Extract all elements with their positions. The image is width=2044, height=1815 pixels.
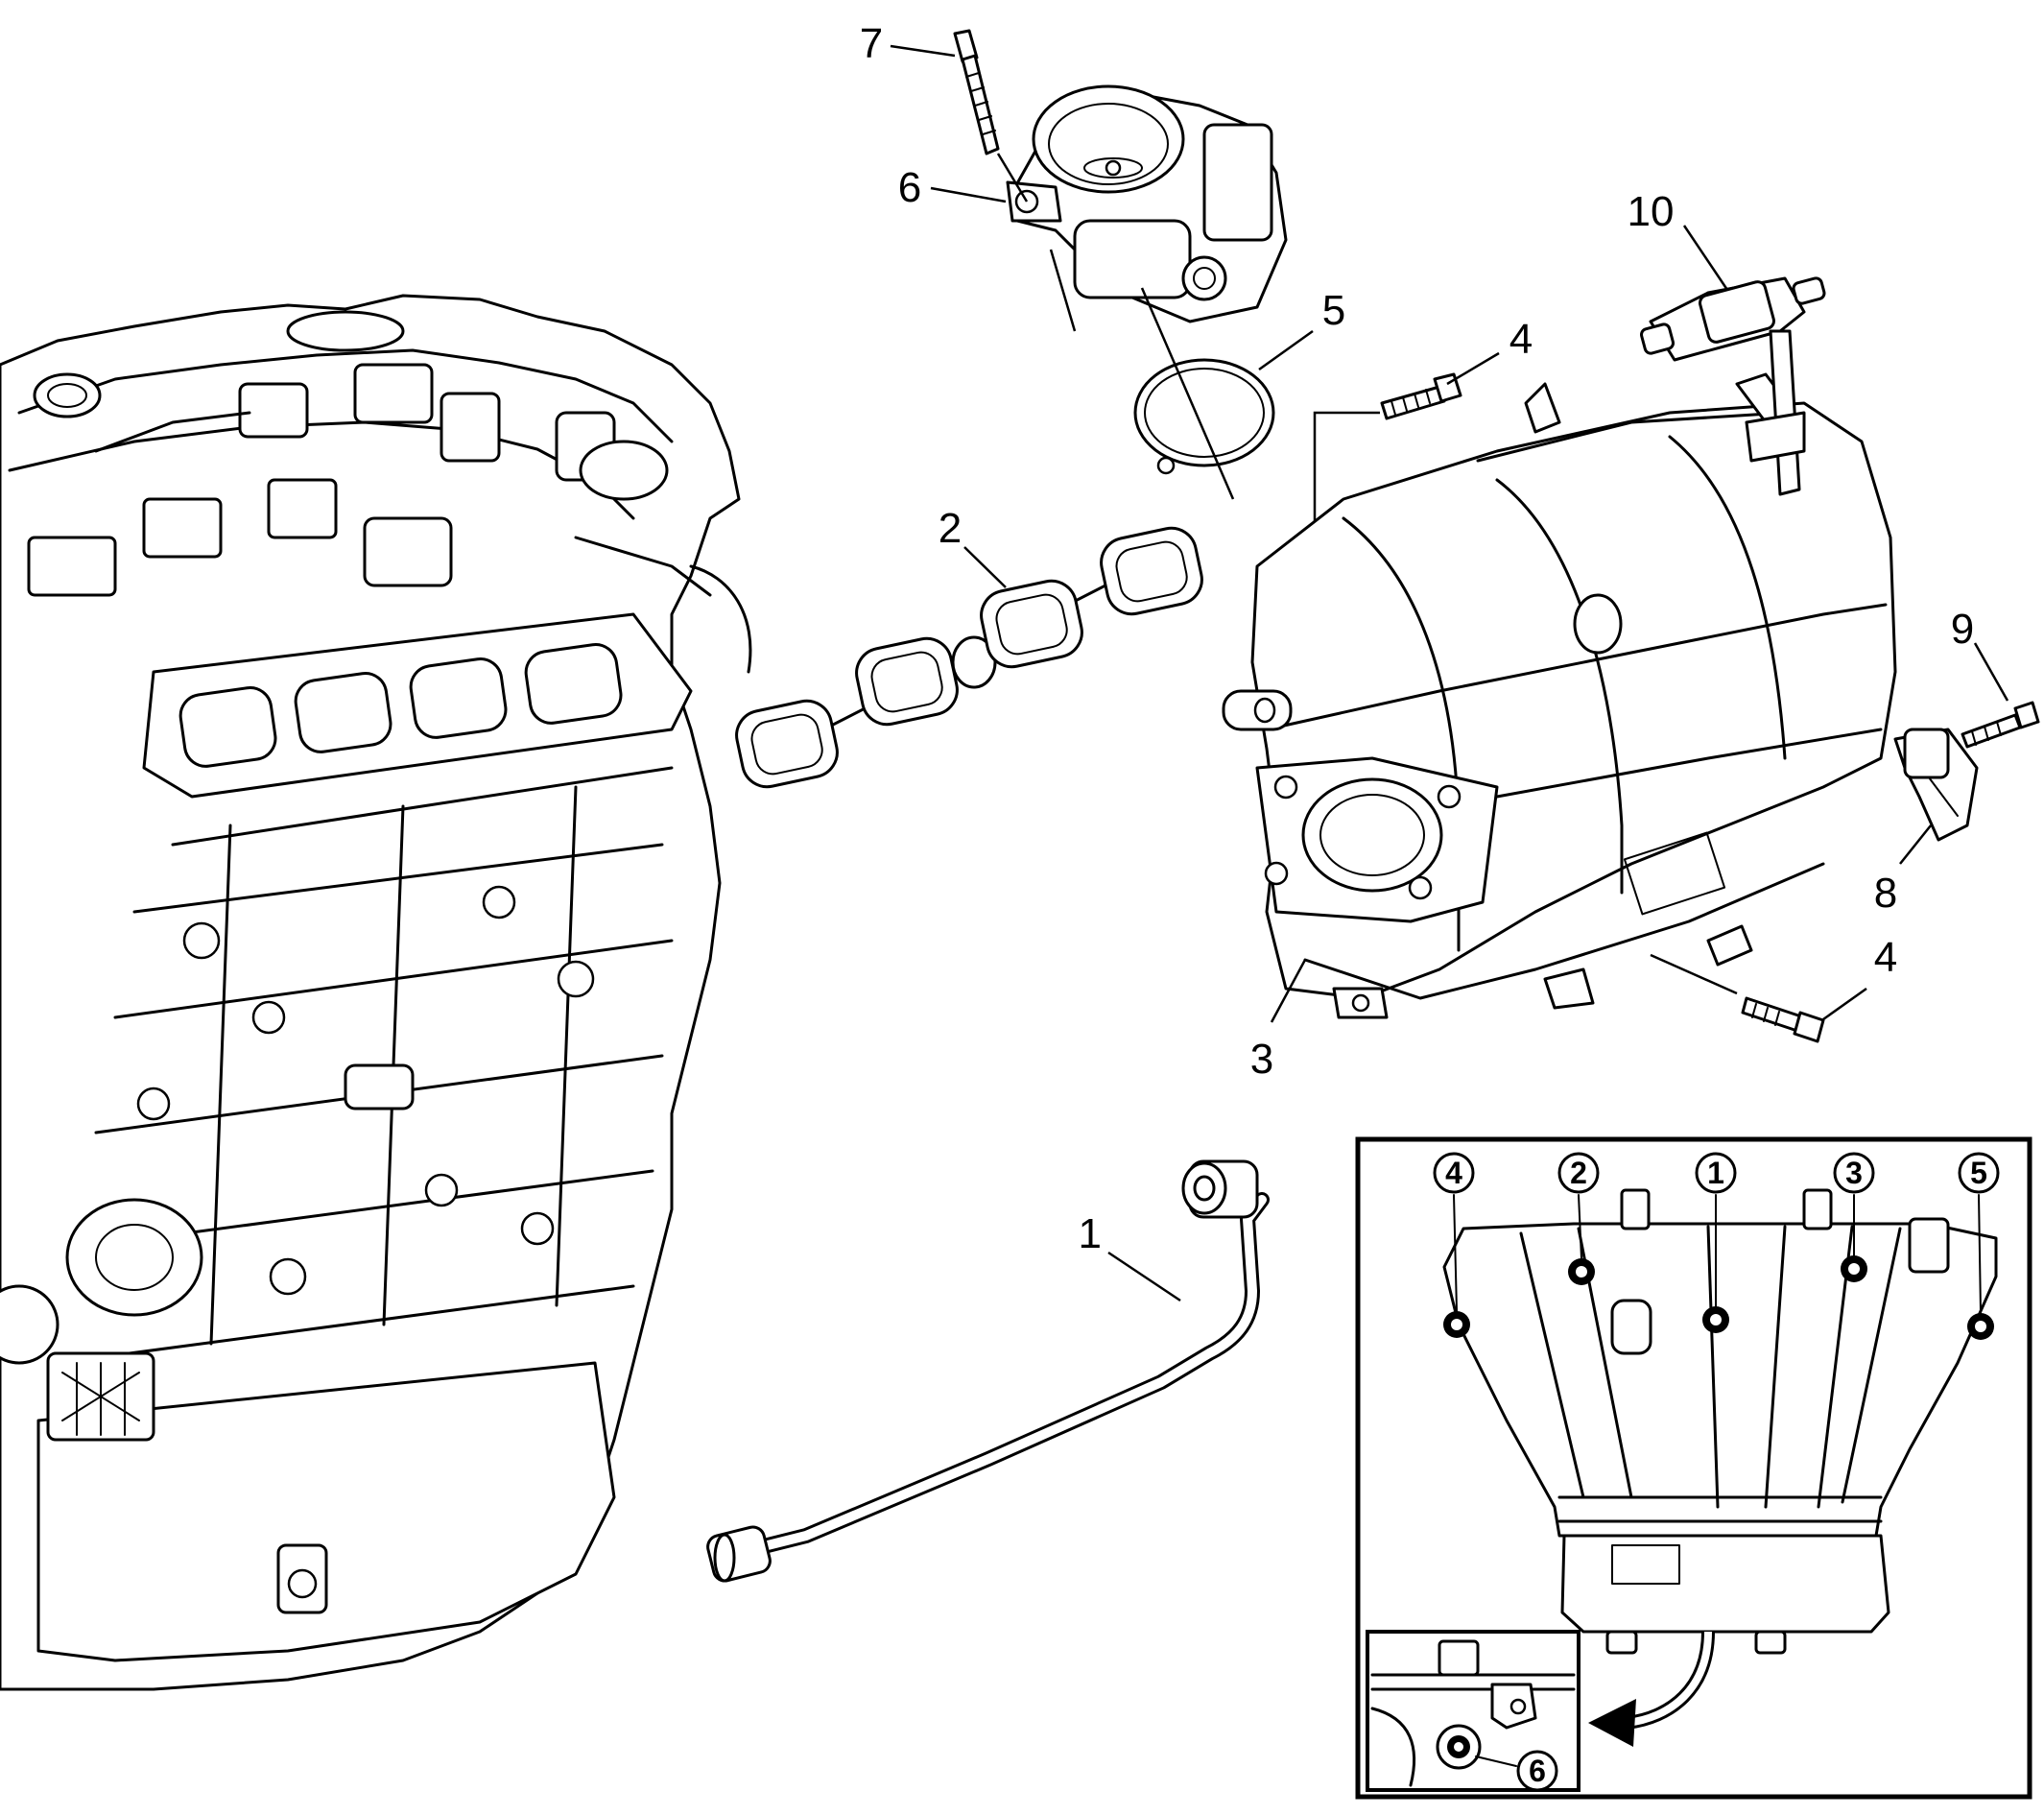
detail-bolt-label: 6 <box>1529 1754 1546 1788</box>
sequence-step-b: 2 <box>1570 1156 1587 1190</box>
manifold-bolt-lower <box>1650 953 1825 1043</box>
sensor-bolt <box>1961 701 2040 749</box>
intake-manifold-gasket <box>735 526 1203 789</box>
callout-4-bottom: 4 <box>1874 934 1897 981</box>
callout-2: 2 <box>939 505 962 552</box>
throttle-body-bolt <box>953 29 1029 203</box>
sequence-step-d: 3 <box>1845 1156 1863 1190</box>
leader-lines <box>890 44 2009 1302</box>
torque-sequence-inset: 4 2 1 3 5 6 <box>1355 1136 2032 1800</box>
throttle-body-seal <box>1133 358 1275 475</box>
manifold-sensor-right <box>1893 728 1979 842</box>
sequence-step-e: 5 <box>1970 1156 1987 1190</box>
sequence-step-a: 4 <box>1445 1156 1462 1190</box>
detail-arrow <box>1588 1631 1715 1747</box>
callout-5: 5 <box>1322 287 1345 334</box>
map-sensor-top <box>1639 276 1826 496</box>
callout-8: 8 <box>1874 870 1897 917</box>
sequence-markers: 4 2 1 3 5 <box>1433 1152 2000 1194</box>
callout-4-top: 4 <box>1509 316 1533 363</box>
intake-manifold <box>1222 372 1897 1019</box>
head-intake-ports <box>142 612 693 799</box>
sequence-step-c: 1 <box>1707 1156 1724 1190</box>
detail-sub-inset: 6 <box>1366 1630 1581 1792</box>
callout-6: 6 <box>898 164 921 211</box>
callout-10: 10 <box>1628 188 1675 235</box>
callout-1: 1 <box>1079 1210 1102 1257</box>
callout-3: 3 <box>1250 1036 1273 1083</box>
callout-9: 9 <box>1951 606 1974 653</box>
callout-7: 7 <box>860 20 883 67</box>
callout-labels: 1 2 3 4 4 5 6 7 8 9 10 <box>860 20 1974 1257</box>
pcv-hose <box>706 1159 1270 1583</box>
engine-block <box>0 294 752 1691</box>
